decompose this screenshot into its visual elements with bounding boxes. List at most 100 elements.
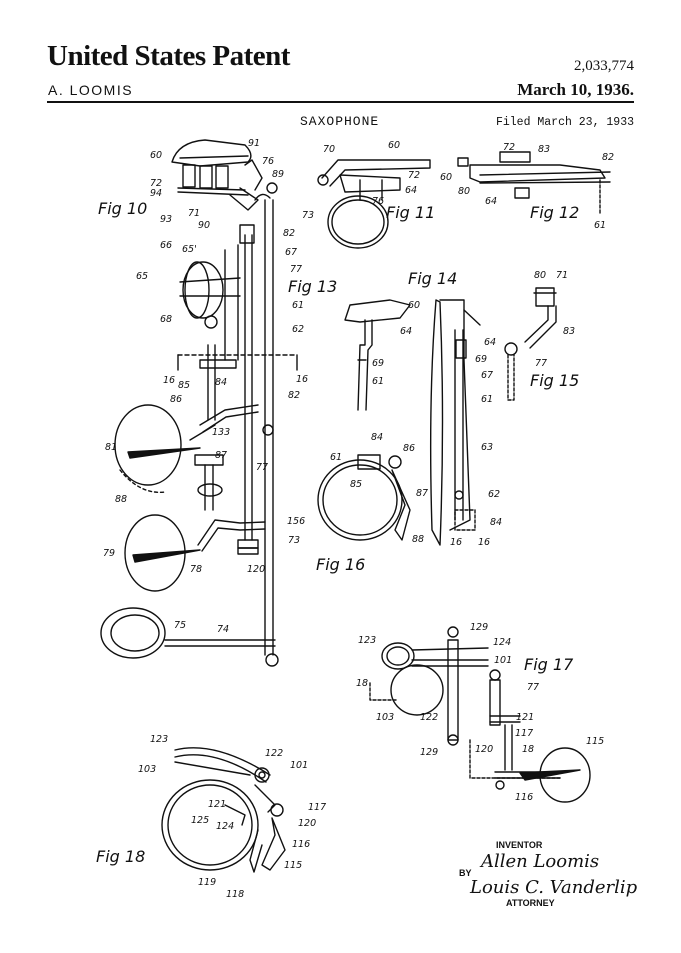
ref-72-fig11: 72 bbox=[408, 170, 420, 181]
ref-78: 78 bbox=[190, 564, 202, 575]
ref-18-fig17: 18 bbox=[356, 678, 368, 689]
ref-120: 120 bbox=[247, 564, 265, 575]
ref-16-fig14-right: 16 bbox=[478, 537, 490, 548]
ref-103-fig18: 103 bbox=[138, 764, 156, 775]
ref-124-fig18: 124 bbox=[216, 821, 234, 832]
ref-60-fig12: 60 bbox=[440, 172, 452, 183]
ref-80-fig15: 80 bbox=[534, 270, 546, 281]
fig14-drawing bbox=[344, 299, 481, 546]
fig11-label: Fig 11 bbox=[386, 203, 435, 222]
ref-93: 93 bbox=[160, 214, 172, 225]
ref-69-fig14: 69 bbox=[372, 358, 384, 369]
ref-133: 133 bbox=[212, 427, 230, 438]
patent-date: March 10, 1936. bbox=[517, 80, 634, 99]
ref-84-fig16: 84 bbox=[371, 432, 383, 443]
ref-117-fig17: 117 bbox=[515, 728, 533, 739]
ref-16-right: 16 bbox=[296, 374, 308, 385]
ref-129-fig17-lower: 129 bbox=[420, 747, 438, 758]
ref-76: 76 bbox=[262, 156, 274, 167]
ref-75: 75 bbox=[174, 620, 186, 631]
ref-67: 67 bbox=[285, 247, 297, 258]
ref-16-fig14-left: 16 bbox=[450, 537, 462, 548]
inventor-name: A. LOOMIS bbox=[48, 82, 134, 98]
ref-60-fig11: 60 bbox=[388, 140, 400, 151]
ref-73-lower: 73 bbox=[288, 535, 300, 546]
fig15-drawing bbox=[504, 287, 557, 401]
ref-72: 72 bbox=[150, 178, 162, 189]
ref-83-fig15: 83 bbox=[563, 326, 575, 337]
ref-115-fig18: 115 bbox=[284, 860, 302, 871]
inventor-label: INVENTOR bbox=[496, 840, 543, 850]
figure-labels: Fig 10 Fig 11 Fig 12 Fig 13 Fig 14 Fig 1… bbox=[96, 199, 579, 866]
ref-84-fig14: 84 bbox=[490, 517, 502, 528]
ref-116-fig17: 116 bbox=[515, 792, 533, 803]
ref-86-fig16: 86 bbox=[403, 443, 415, 454]
ref-122-fig18: 122 bbox=[265, 748, 283, 759]
patent-number: 2,033,774 bbox=[574, 58, 634, 74]
ref-76-fig11: 76 bbox=[372, 196, 384, 207]
ref-82-lower: 82 bbox=[288, 390, 300, 401]
ref-120-fig18: 120 bbox=[298, 818, 316, 829]
ref-70: 70 bbox=[323, 144, 335, 155]
ref-86: 86 bbox=[170, 394, 182, 405]
fig18-drawing bbox=[161, 747, 286, 873]
ref-89: 89 bbox=[272, 169, 284, 180]
ref-115-fig17: 115 bbox=[586, 736, 604, 747]
ref-62-fig14: 62 bbox=[488, 489, 500, 500]
ref-81: 81 bbox=[105, 442, 117, 453]
attorney-label: ATTORNEY bbox=[506, 898, 555, 908]
reference-numerals: 60 91 76 89 72 94 93 71 90 73 82 66 65' … bbox=[103, 138, 614, 900]
ref-64-fig14-right: 64 bbox=[484, 337, 496, 348]
ref-61-fig14: 61 bbox=[372, 376, 384, 387]
ref-65-prime: 65' bbox=[182, 244, 197, 255]
ref-77-fig17: 77 bbox=[527, 682, 539, 693]
ref-61-fig12: 61 bbox=[594, 220, 606, 231]
ref-71: 71 bbox=[188, 208, 200, 219]
ref-60-fig14: 60 bbox=[408, 300, 420, 311]
fig17-label: Fig 17 bbox=[524, 655, 574, 674]
patent-title: United States Patent bbox=[47, 40, 290, 72]
fig18-label: Fig 18 bbox=[96, 847, 145, 866]
ref-68: 68 bbox=[160, 314, 172, 325]
ref-103-fig17: 103 bbox=[376, 712, 394, 723]
ref-77-lower: 77 bbox=[256, 462, 268, 473]
ref-79: 79 bbox=[103, 548, 115, 559]
ref-82: 82 bbox=[283, 228, 295, 239]
ref-90: 90 bbox=[198, 220, 210, 231]
ref-91: 91 bbox=[248, 138, 260, 149]
fig12-label: Fig 12 bbox=[530, 203, 579, 222]
ref-87-fig16: 87 bbox=[416, 488, 428, 499]
ref-61-fig16: 61 bbox=[330, 452, 342, 463]
ref-67-fig14: 67 bbox=[481, 370, 493, 381]
ref-85: 85 bbox=[178, 380, 190, 391]
fig10-drawing bbox=[171, 139, 278, 211]
ref-123-fig17: 123 bbox=[358, 635, 376, 646]
filed-date: Filed March 23, 1933 bbox=[495, 116, 634, 129]
ref-65: 65 bbox=[136, 271, 148, 282]
ref-116-fig18: 116 bbox=[292, 839, 310, 850]
ref-85-fig16: 85 bbox=[350, 479, 362, 490]
ref-73: 73 bbox=[302, 210, 314, 221]
fig13-label: Fig 13 bbox=[288, 277, 337, 296]
signature-block: INVENTOR Allen Loomis BY Louis C. Vander… bbox=[459, 840, 638, 908]
fig10-label: Fig 10 bbox=[98, 199, 147, 218]
fig13-drawing bbox=[100, 193, 298, 667]
ref-64-fig12: 64 bbox=[485, 196, 497, 207]
ref-84: 84 bbox=[215, 377, 227, 388]
ref-80-fig12: 80 bbox=[458, 186, 470, 197]
ref-123-fig18: 123 bbox=[150, 734, 168, 745]
ref-16-left: 16 bbox=[163, 375, 175, 386]
ref-156: 156 bbox=[287, 516, 305, 527]
ref-117-fig18: 117 bbox=[308, 802, 326, 813]
ref-77: 77 bbox=[290, 264, 302, 275]
ref-82-fig12: 82 bbox=[602, 152, 614, 163]
fig16-drawing bbox=[317, 454, 411, 541]
ref-122-fig17: 122 bbox=[420, 712, 438, 723]
ref-118: 118 bbox=[226, 889, 244, 900]
header-rule bbox=[47, 101, 634, 103]
fig16-label: Fig 16 bbox=[316, 555, 365, 574]
ref-69-fig14-right: 69 bbox=[475, 354, 487, 365]
ref-74: 74 bbox=[217, 624, 229, 635]
ref-120-fig17: 120 bbox=[475, 744, 493, 755]
